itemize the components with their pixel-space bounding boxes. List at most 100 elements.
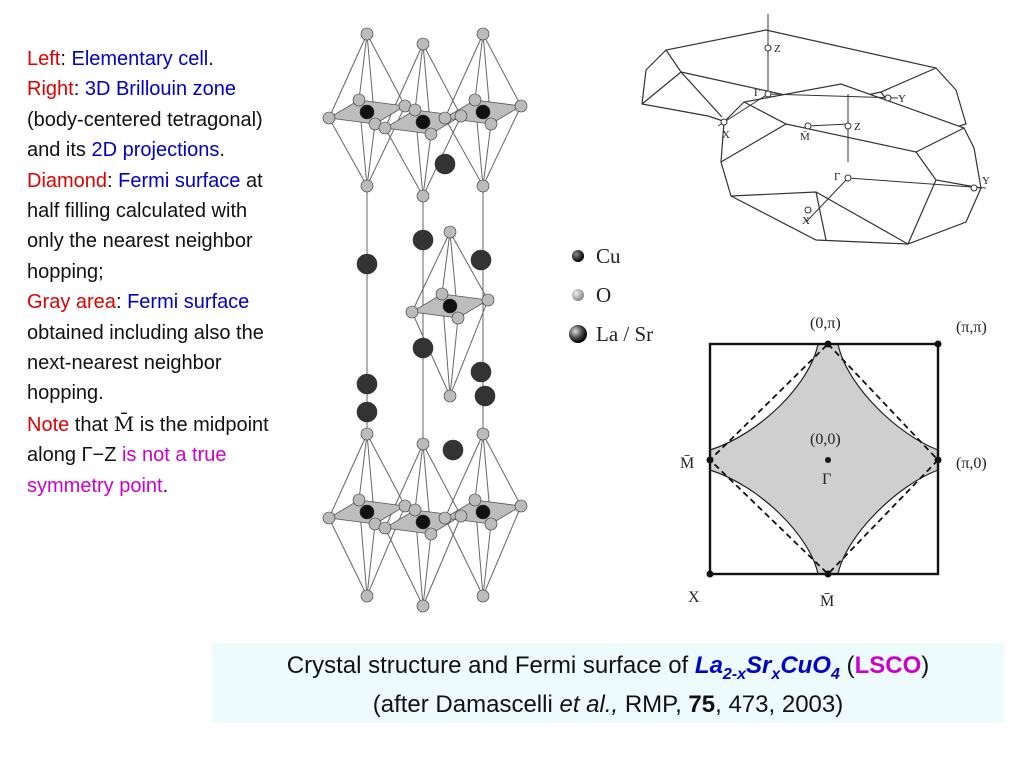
fermi-m-left: M̄ xyxy=(680,455,694,472)
oxygen-atom xyxy=(454,509,468,523)
bz-m-top: M̄ xyxy=(800,131,810,143)
oxygen-atom xyxy=(476,427,490,441)
figure-caption: Crystal structure and Fermi surface of L… xyxy=(212,643,1004,723)
right-rest: (body-centered tetragonal) and its xyxy=(27,108,263,162)
caption-line2-c: , 473, 2003) xyxy=(715,690,844,718)
note-that: that xyxy=(69,413,114,436)
period: . xyxy=(219,139,225,162)
bz-x-top: X xyxy=(722,129,730,141)
gray-area-desc: Fermi surface xyxy=(127,291,250,314)
oxygen-atom xyxy=(360,427,374,441)
la-atom-icon xyxy=(569,325,587,343)
oxygen-atom xyxy=(352,93,366,107)
copper-atom xyxy=(415,114,431,130)
oxygen-atom xyxy=(322,111,336,125)
copper-atom xyxy=(359,104,375,120)
copper-atom xyxy=(415,514,431,530)
la-sr-atom xyxy=(412,337,434,359)
fermi-surface-diagram: (0,π) (π,π) (0,0) Γ (π,0) M̄ M̄ X xyxy=(680,315,987,610)
oxygen-atom xyxy=(476,589,490,603)
colon: : xyxy=(60,48,72,70)
colon: : xyxy=(73,78,85,101)
formula-cuo-sub: 4 xyxy=(830,665,840,683)
oxygen-atom xyxy=(408,503,422,517)
oxygen-atom xyxy=(443,389,457,403)
crystal-atoms xyxy=(322,27,528,613)
oxygen-atom xyxy=(454,109,468,123)
close-paren: ) xyxy=(921,652,930,679)
oxygen-atom xyxy=(514,499,528,513)
oxygen-atom xyxy=(484,517,498,531)
oxygen-atom xyxy=(408,103,422,117)
copper-atom xyxy=(475,104,491,120)
bz-y-bot: Y xyxy=(982,175,990,187)
bz-gamma-bot: Γ xyxy=(834,171,840,183)
oxygen-atom xyxy=(468,493,482,507)
m-bar-symbol: M̄ xyxy=(113,411,135,436)
copper-atom xyxy=(475,504,491,520)
oxygen-atom xyxy=(476,179,490,193)
caption-line2-b: RMP, xyxy=(618,690,689,718)
caption-volume: 75 xyxy=(688,690,716,718)
copper-atom xyxy=(359,504,375,520)
fermi-pi-pi: (π,π) xyxy=(956,319,987,336)
oxygen-atom xyxy=(438,111,452,125)
brillouin-zone-diagram: Z Γ Y X M̄ Z Γ Y X xyxy=(641,14,990,245)
la-sr-atom xyxy=(412,229,434,251)
fermi-0-pi: (0,π) xyxy=(810,315,841,332)
fermi-pi-0: (π,0) xyxy=(956,455,987,472)
oxygen-atom xyxy=(424,527,438,541)
period: . xyxy=(208,48,214,70)
diamond-label: Diamond xyxy=(27,169,108,192)
oxygen-atom xyxy=(360,179,374,193)
fermi-points xyxy=(706,340,942,578)
oxygen-atom xyxy=(360,589,374,603)
la-sr-atom xyxy=(470,249,492,271)
la-sr-atom xyxy=(442,439,464,461)
colon: : xyxy=(115,291,128,314)
la-sr-atom xyxy=(474,385,496,407)
oxygen-atom xyxy=(424,127,438,141)
oxygen-atom xyxy=(443,225,457,239)
open-paren: ( xyxy=(839,652,855,679)
oxygen-atom xyxy=(360,27,374,41)
right-desc-2d: 2D projections xyxy=(91,139,220,162)
diamond-rest: at half filling calculated with only the… xyxy=(27,169,263,283)
oxygen-atom xyxy=(481,293,495,307)
oxygen-atom xyxy=(451,311,465,325)
right-label: Right xyxy=(27,78,74,101)
crystal-structure-diagram xyxy=(322,27,528,613)
formula-cuo: CuO xyxy=(780,652,831,679)
caption-line1-text: Crystal structure and Fermi surface of xyxy=(286,652,695,679)
note-magenta: is not a true symmetry point xyxy=(27,444,227,497)
caption-et-al: et al., xyxy=(559,690,619,718)
oxygen-atom xyxy=(405,305,419,319)
legend-cu: Cu xyxy=(596,244,621,268)
formula-la-sub: 2-x xyxy=(722,665,747,683)
oxygen-atom xyxy=(322,511,336,525)
bz-z-mid: Z xyxy=(854,121,861,133)
legend-la-sr: La / Sr xyxy=(596,322,653,346)
oxygen-atom xyxy=(468,93,482,107)
legend-o: O xyxy=(596,283,611,307)
la-sr-atom xyxy=(434,153,456,175)
fermi-gray-area xyxy=(709,343,939,575)
oxygen-atom xyxy=(378,521,392,535)
la-sr-atom xyxy=(356,253,378,275)
oxygen-atom xyxy=(416,599,430,613)
period: . xyxy=(162,474,169,497)
oxygen-atom xyxy=(378,121,392,135)
gray-area-label: Gray area xyxy=(27,291,116,314)
left-desc: Elementary cell xyxy=(71,48,209,70)
oxygen-atom xyxy=(438,511,452,525)
fermi-gamma: Γ xyxy=(822,471,831,488)
colon: : xyxy=(107,169,119,192)
formula-la: La xyxy=(694,652,723,679)
formula-sr-sub: x xyxy=(771,665,781,683)
oxygen-atom xyxy=(435,287,449,301)
bz-x-bot: X xyxy=(802,215,810,227)
lsco-label: LSCO xyxy=(854,652,922,679)
fermi-x-corner: X xyxy=(688,589,700,606)
note-rest: is the midpoint along Γ−Z xyxy=(27,413,269,467)
bz-axes xyxy=(717,14,987,223)
